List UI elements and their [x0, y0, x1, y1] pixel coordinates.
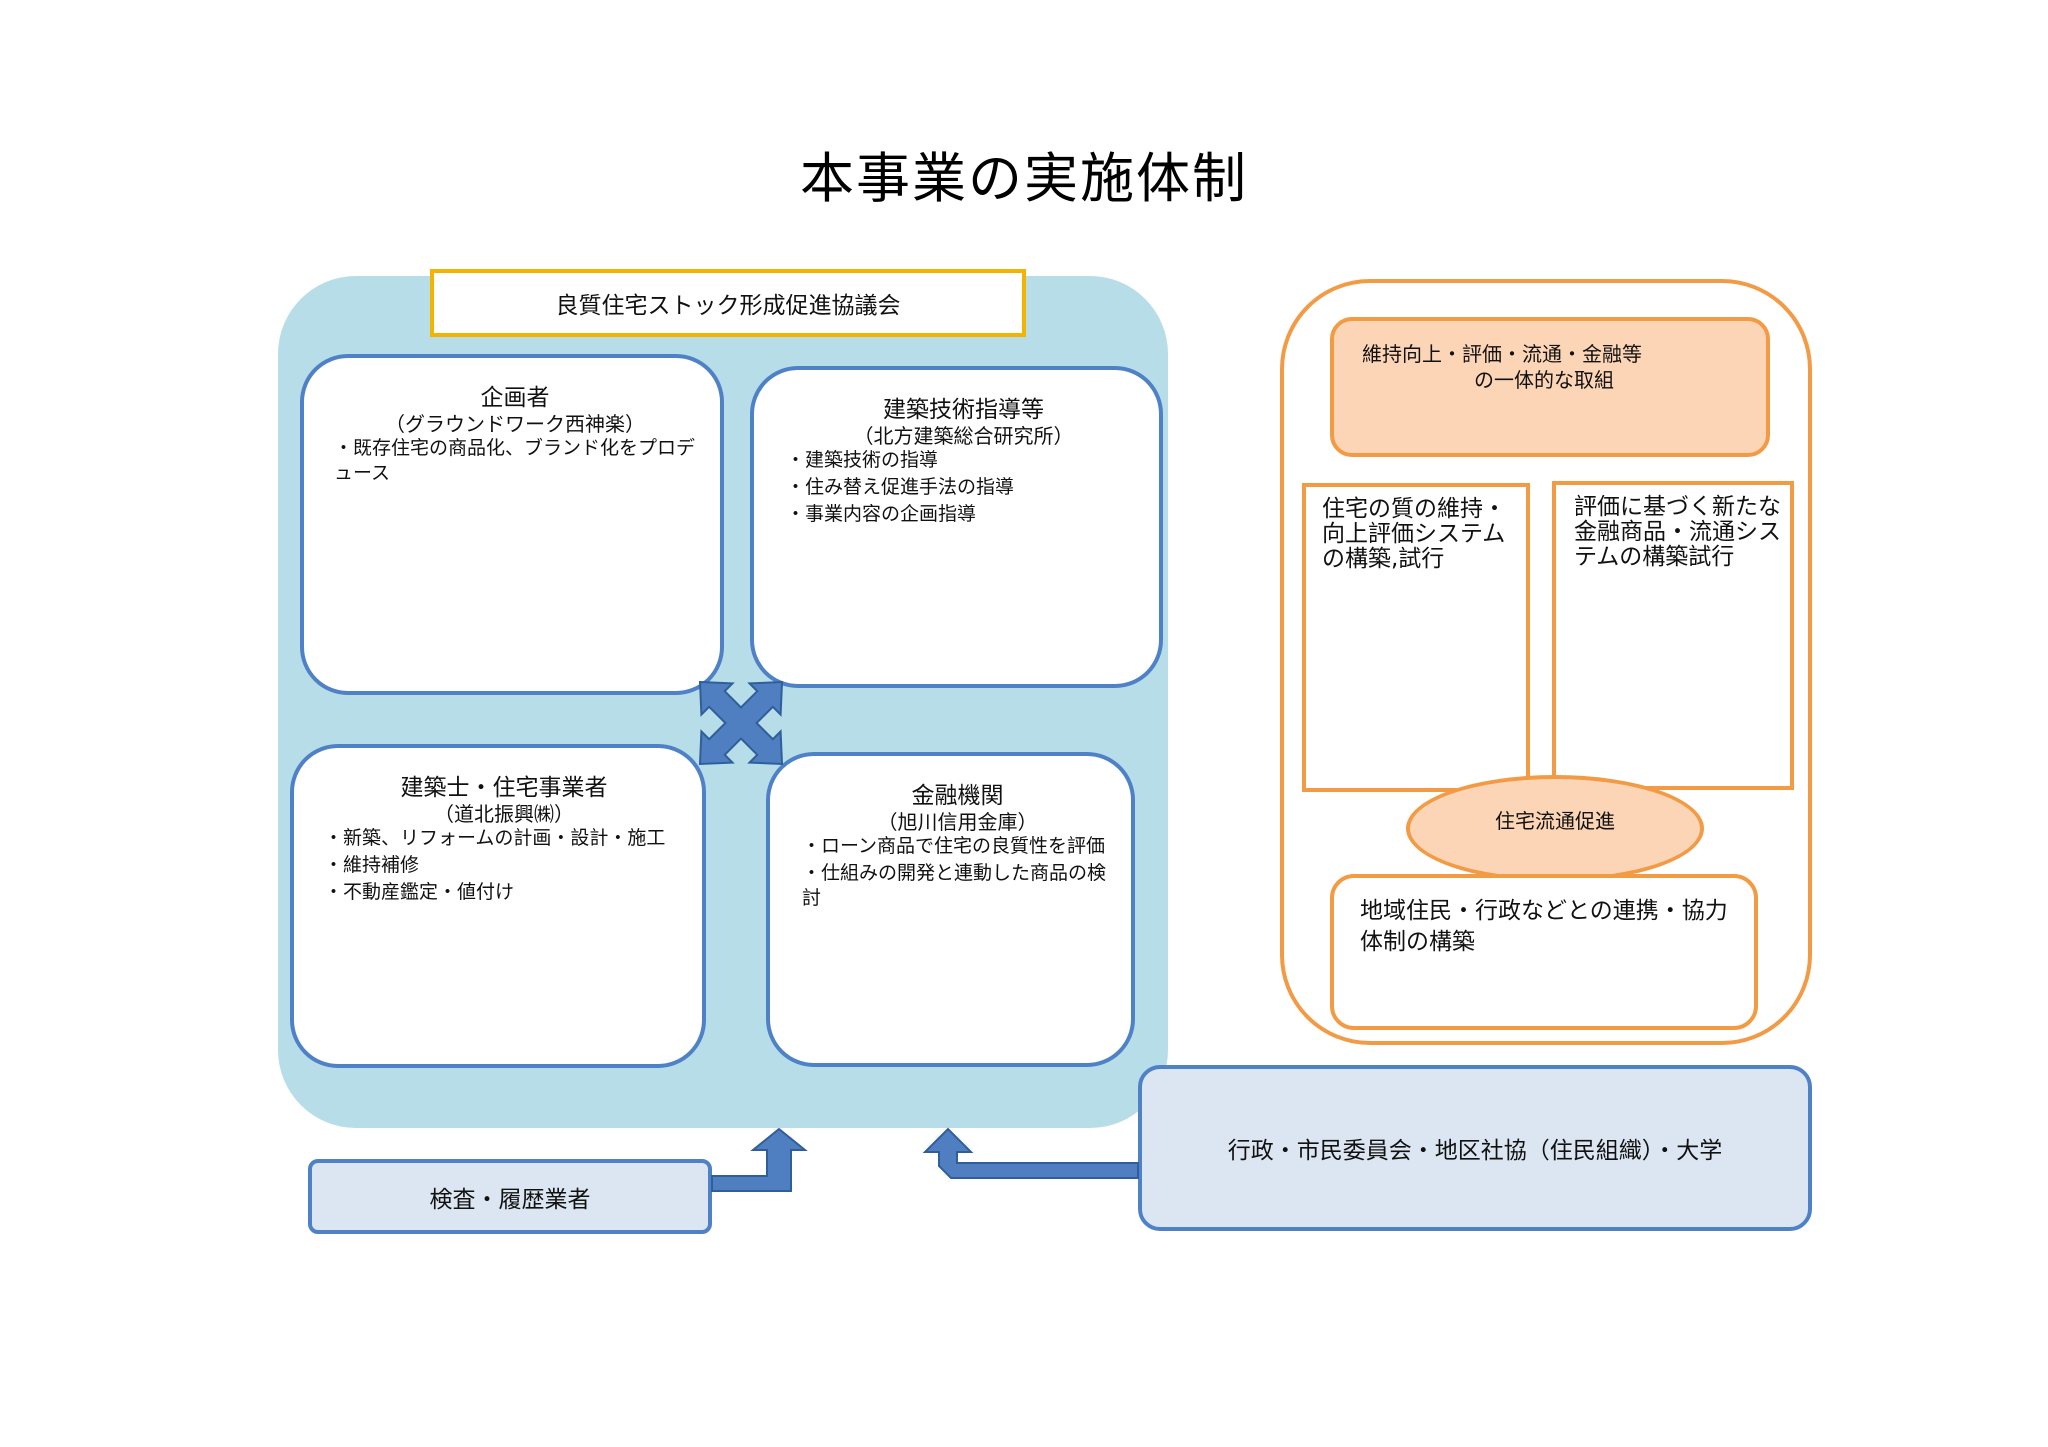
planner-card: 企画者 （グラウンドワーク西神楽） ・既存住宅の商品化、ブランド化をプロデュース: [300, 354, 724, 695]
architect-card: 建築士・住宅事業者 （道北振興㈱） ・新築、リフォームの計画・設計・施工 ・維持…: [290, 744, 706, 1068]
list-item: ・新築、リフォームの計画・設計・施工: [324, 827, 666, 849]
tech-guidance-card: 建築技術指導等 （北方建築総合研究所） ・建築技術の指導 ・住み替え促進手法の指…: [750, 366, 1163, 688]
inspection-box: 検査・履歴業者: [308, 1159, 712, 1234]
financial-product-box: 評価に基づく新たな金融商品・流通システムの構築試行: [1552, 481, 1794, 790]
finance-org: （旭川信用金庫）: [877, 810, 1038, 834]
cooperation-box: 地域住民・行政などとの連携・協力体制の構築: [1330, 874, 1758, 1030]
initiative-heading-line: 維持向上・評価・流通・金融等: [1362, 342, 1642, 366]
cross-arrow-icon: [698, 680, 784, 766]
stakeholders-box: 行政・市民委員会・地区社協（住民組織）・大学: [1138, 1065, 1812, 1231]
initiative-heading-line: の一体的な取組: [1474, 368, 1614, 392]
finance-heading: 金融機関: [911, 783, 1004, 809]
quality-evaluation-box: 住宅の質の維持・向上評価システムの構築,試行: [1302, 483, 1530, 792]
page-title: 本事業の実施体制: [800, 147, 1248, 210]
arrow-up-right-icon: [922, 1127, 1139, 1179]
list-item: ・維持補修: [324, 854, 420, 876]
architect-org: （道北振興㈱）: [434, 802, 574, 826]
circulation-ellipse: 住宅流通促進: [1406, 775, 1704, 882]
architect-list: ・新築、リフォームの計画・設計・施工 ・維持補修 ・不動産鑑定・値付け: [324, 826, 684, 905]
list-item: ・仕組みの開発と連動した商品の検討: [802, 862, 1107, 909]
architect-heading: 建築士・住宅事業者: [400, 775, 608, 801]
planner-list: ・既存住宅の商品化、ブランド化をプロデュース: [334, 436, 696, 486]
list-item: ・既存住宅の商品化、ブランド化をプロデュース: [334, 437, 696, 484]
arrow-up-left-icon: [711, 1127, 808, 1192]
tech-heading: 建築技術指導等: [883, 397, 1044, 423]
finance-card: 金融機関 （旭川信用金庫） ・ローン商品で住宅の良質性を評価 ・仕組みの開発と連…: [766, 752, 1135, 1067]
council-title: 良質住宅ストック形成促進協議会: [430, 269, 1026, 337]
planner-org: （グラウンドワーク西神楽）: [385, 412, 645, 436]
initiative-heading: 維持向上・評価・流通・金融等 の一体的な取組: [1330, 317, 1770, 457]
finance-list: ・ローン商品で住宅の良質性を評価 ・仕組みの開発と連動した商品の検討: [802, 834, 1113, 911]
tech-list: ・建築技術の指導 ・住み替え促進手法の指導 ・事業内容の企画指導: [786, 448, 1141, 527]
list-item: ・事業内容の企画指導: [786, 503, 977, 525]
list-item: ・建築技術の指導: [786, 449, 939, 471]
list-item: ・ローン商品で住宅の良質性を評価: [802, 835, 1106, 857]
list-item: ・住み替え促進手法の指導: [786, 476, 1015, 498]
planner-heading: 企画者: [480, 385, 550, 411]
tech-org: （北方建築総合研究所）: [853, 424, 1074, 448]
list-item: ・不動産鑑定・値付け: [324, 881, 515, 903]
